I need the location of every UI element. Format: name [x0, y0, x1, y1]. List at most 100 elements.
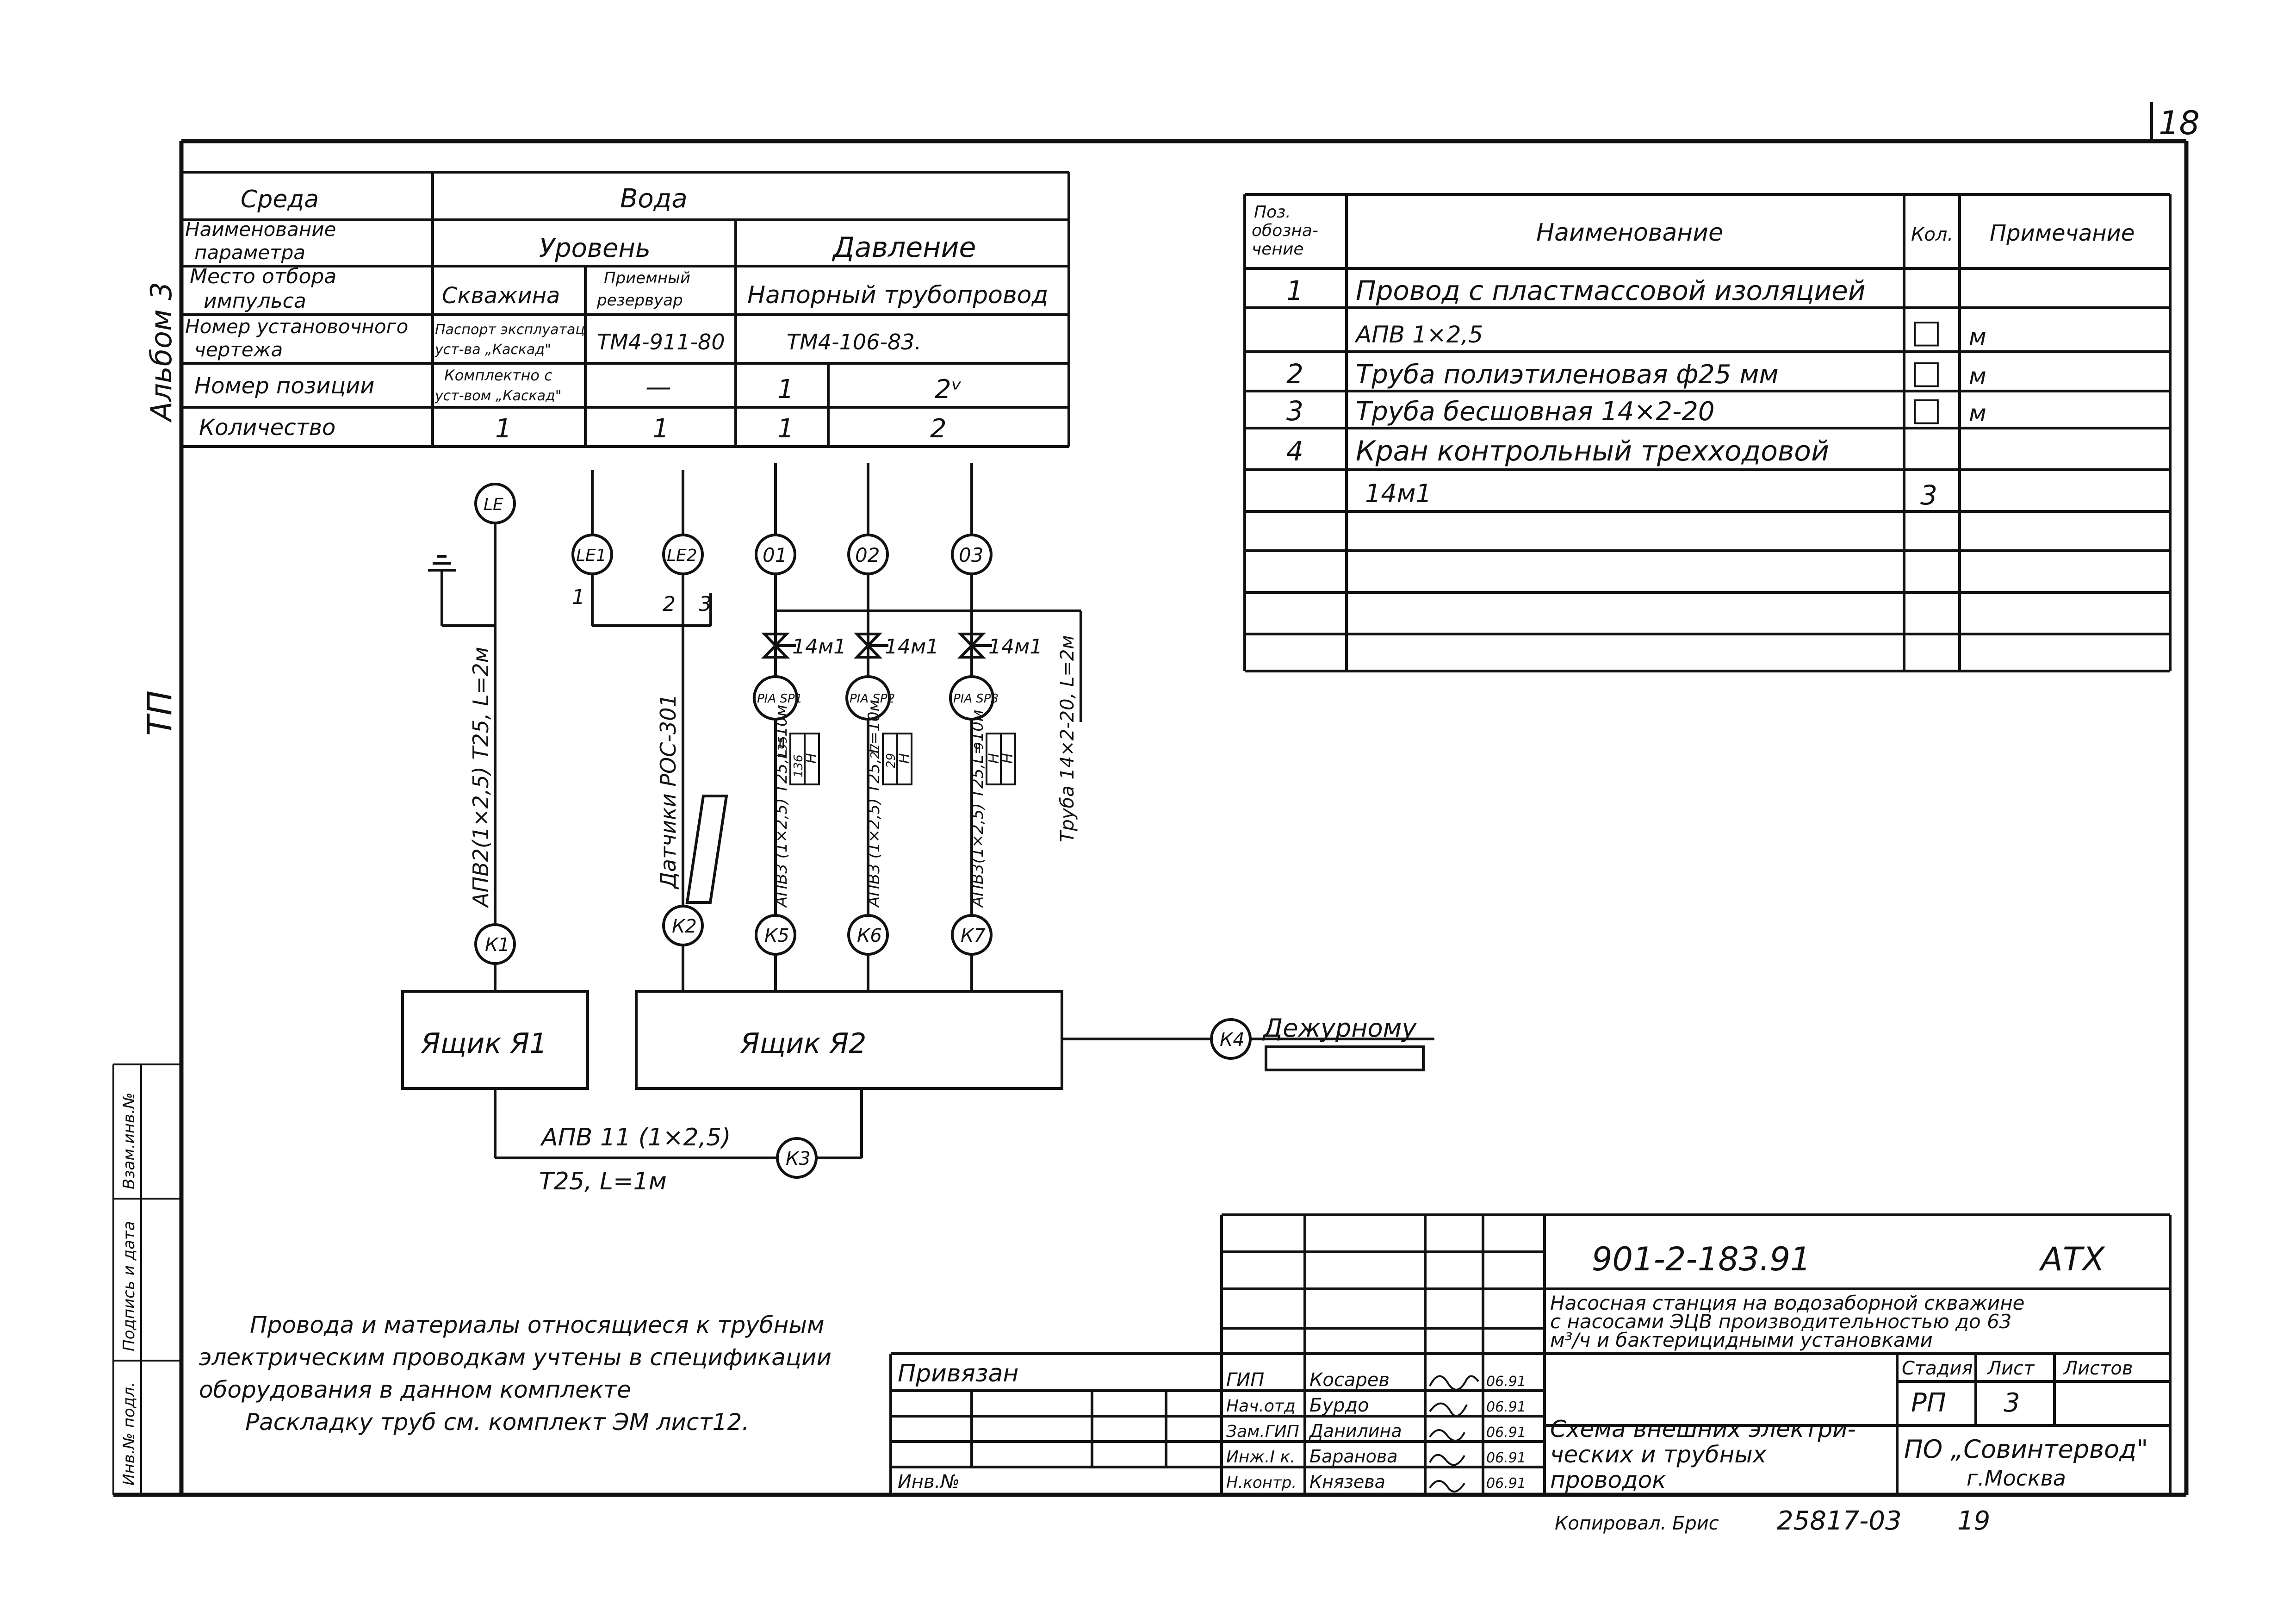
cable-label-k6: АПВ3 (1×2,5) Т25, L=10м — [865, 700, 883, 908]
instrument-01: 01 — [763, 544, 787, 566]
left-margin-stamp — [112, 1063, 181, 1495]
junction-k6: К6 — [857, 925, 882, 946]
spec-head-pos-3: чение — [1252, 240, 1304, 259]
param-drawing-tm4-911: ТМ4-911-80 — [597, 330, 725, 354]
name-kosarev: Косарев — [1309, 1369, 1390, 1391]
param-reservoir-2: резервуар — [596, 291, 683, 310]
name-danilina: Данилина — [1309, 1421, 1402, 1441]
spec-row5-pos: 4 — [1286, 435, 1303, 467]
stage-head-sheets: Листов — [2063, 1358, 2133, 1379]
junction-k1: К1 — [485, 934, 510, 956]
sheet-title-2: ческих и трубных — [1550, 1441, 1767, 1468]
sheet-number: 18 — [2159, 104, 2200, 142]
spec-row5-name: Кран контрольный трехходовой — [1356, 435, 1829, 467]
param-complete-2: уст-вом „Каскад" — [434, 388, 562, 404]
name-baranova: Баранова — [1309, 1446, 1398, 1467]
note-line-4: Раскладку труб см. комплект ЭМ лист12. — [245, 1409, 749, 1436]
instrument-circles — [474, 483, 1252, 1179]
indicator-sp2: PIA SP2 — [850, 692, 895, 706]
role-control: Н.контр. — [1226, 1474, 1297, 1492]
junction-k5: К5 — [764, 925, 789, 946]
note-line-1: Провода и материалы относящиеся к трубны… — [250, 1312, 825, 1338]
org-2: г.Москва — [1967, 1466, 2066, 1491]
valve-label-2: 14м1 — [885, 635, 939, 659]
terminal-tag-29: 29 — [884, 753, 898, 768]
cable-label-k7: АПВ3(1×2,5) Т25,L=10м — [968, 710, 987, 908]
param-complete-1: Комплектно с — [444, 367, 552, 384]
date-4: 06.91 — [1486, 1450, 1526, 1466]
cable-label-k2: Датчики РОС-301 — [656, 694, 681, 889]
spec-head-name: Наименование — [1536, 219, 1723, 247]
param-label-parameter: Наименование — [185, 218, 336, 241]
date-1: 06.91 — [1486, 1374, 1526, 1390]
spec-row3-qty: □ — [1911, 353, 1942, 391]
params-table-grid — [181, 171, 1070, 448]
footer-page: 19 — [1957, 1506, 1990, 1536]
stage-head-sheet: Лист — [1986, 1358, 2035, 1379]
param-medium-value: Вода — [620, 184, 688, 214]
bound-label: Привязан — [898, 1360, 1018, 1387]
role-head: Нач.отд — [1226, 1397, 1296, 1416]
sheet-frame — [113, 102, 2189, 1497]
param-label-drawing-2: чертежа — [194, 338, 283, 361]
spec-head-qty: Кол. — [1911, 224, 1953, 245]
spec-head-note: Примечание — [1990, 220, 2135, 246]
junction-k7: К7 — [961, 925, 986, 946]
stage-value: РП — [1911, 1388, 1946, 1418]
instrument-le1: LE1 — [576, 546, 607, 565]
box-ya1 — [401, 990, 589, 1090]
project-title-3: м³/ч и бактерицидными установками — [1550, 1329, 1933, 1351]
name-burdo: Бурдо — [1309, 1395, 1369, 1416]
param-label-position: Номер позиции — [194, 373, 374, 399]
param-reservoir-1: Приемный — [604, 269, 690, 287]
junction-k4: К4 — [1220, 1029, 1245, 1051]
param-qty-2: 1 — [652, 414, 669, 444]
box-ya2 — [635, 990, 1063, 1090]
footer-copied: Копировал. Брис — [1555, 1513, 1719, 1534]
spec-row2-note: м — [1969, 323, 1986, 350]
param-passport-1: Паспорт эксплуатац. — [435, 322, 589, 338]
param-pressure: Давление — [832, 231, 976, 264]
spec-row6-qty: 3 — [1920, 479, 1937, 511]
terminal-tag-27: 27 — [869, 743, 882, 759]
stage-head-stage: Стадия — [1902, 1358, 1973, 1379]
terminal-tag-h4: H — [1000, 753, 1016, 764]
param-position-2: 2ᵛ — [935, 374, 962, 404]
bottom-wire-label: АПВ 11 (1×2,5) — [540, 1124, 731, 1151]
param-qty-3: 1 — [777, 414, 794, 444]
valve-label-1: 14м1 — [792, 635, 846, 659]
terminal-1: 1 — [572, 585, 585, 609]
title-block-grid — [889, 1213, 2172, 1495]
terminal-3: 3 — [699, 592, 712, 616]
instrument-03: 03 — [959, 544, 983, 566]
valve-label-3: 14м1 — [988, 635, 1043, 659]
terminal-tag-136: 136 — [792, 754, 806, 777]
param-drawing-tm4-106: ТМ4-106-83. — [787, 330, 921, 354]
schematic-wires — [428, 463, 1434, 1159]
terminal-2: 2 — [663, 592, 676, 616]
terminal-tag-9: 9 — [972, 742, 986, 750]
box-ya1-label: Ящик Я1 — [421, 1027, 547, 1060]
spec-row1-pos: 1 — [1286, 275, 1303, 306]
spec-row2-qty: □ — [1911, 312, 1942, 350]
cable-label-k5: АПВ3 (1×2,5) Т25,L=10м — [772, 705, 791, 908]
param-label-drawing: Номер установочного — [185, 315, 408, 338]
album-label: Альбом 3 — [144, 282, 178, 423]
param-label-place: Место отбора — [190, 265, 336, 288]
junction-k3: К3 — [786, 1148, 811, 1169]
instrument-02: 02 — [855, 544, 880, 566]
indicator-sp3: PIA SP3 — [953, 692, 999, 706]
stamp-signature-date: Подпись и дата — [120, 1221, 138, 1351]
spec-head-pos-2: обозна- — [1252, 221, 1318, 240]
spec-table-grid — [1243, 193, 2172, 672]
tp-label: ТП — [140, 690, 179, 736]
terminal-tag-h3: H — [986, 753, 1002, 764]
indicator-sp1: PIA SP1 — [757, 692, 802, 706]
doc-code: 901-2-183.91 — [1592, 1240, 1811, 1278]
instrument-le2: LE2 — [667, 546, 697, 565]
spec-row3-pos: 2 — [1286, 358, 1303, 390]
role-gip: ГИП — [1226, 1369, 1264, 1391]
spec-head-pos-1: Поз. — [1254, 203, 1291, 222]
spec-row3-note: м — [1969, 363, 1986, 390]
